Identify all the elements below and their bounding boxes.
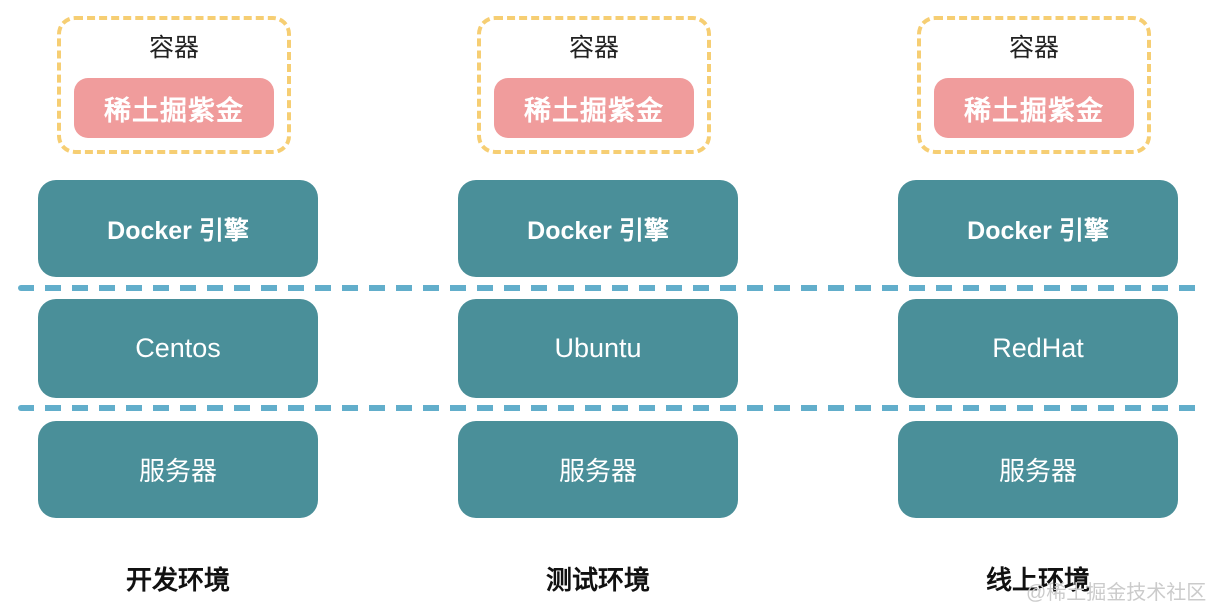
os-box-ubuntu: Ubuntu — [458, 299, 738, 398]
container-label: 容器 — [1008, 34, 1059, 62]
os-box-redhat: RedHat — [898, 299, 1178, 398]
os-box-centos: Centos — [38, 299, 318, 398]
separator-line-engine-os — [18, 285, 1206, 291]
column-development: 容器 稀土掘紫金 Docker 引擎 Centos 服务器 开发环境 — [38, 0, 318, 615]
env-label-test: 测试环境 — [545, 565, 650, 595]
server-box: 服务器 — [458, 421, 738, 518]
server-box: 服务器 — [38, 421, 318, 518]
column-test: 容器 稀土掘紫金 Docker 引擎 Ubuntu 服务器 测试环境 — [458, 0, 738, 615]
container-dashed-box: 容器 稀土掘紫金 — [477, 16, 711, 154]
docker-engine-box: Docker 引擎 — [38, 180, 318, 277]
env-label-production: 线上环境 — [985, 565, 1090, 595]
container-label: 容器 — [568, 34, 619, 62]
separator-line-os-server — [18, 405, 1206, 411]
container-dashed-box: 容器 稀土掘紫金 — [57, 16, 291, 154]
docker-engine-box: Docker 引擎 — [898, 180, 1178, 277]
app-badge: 稀土掘紫金 — [74, 78, 274, 138]
container-dashed-box: 容器 稀土掘紫金 — [917, 16, 1151, 154]
docker-engine-box: Docker 引擎 — [458, 180, 738, 277]
app-badge: 稀土掘紫金 — [494, 78, 694, 138]
env-label-development: 开发环境 — [125, 565, 230, 595]
container-label: 容器 — [148, 34, 199, 62]
server-box: 服务器 — [898, 421, 1178, 518]
app-badge: 稀土掘紫金 — [934, 78, 1134, 138]
watermark-text: @稀土掘金技术社区 — [1026, 582, 1207, 604]
column-production: 容器 稀土掘紫金 Docker 引擎 RedHat 服务器 线上环境 — [898, 0, 1178, 615]
